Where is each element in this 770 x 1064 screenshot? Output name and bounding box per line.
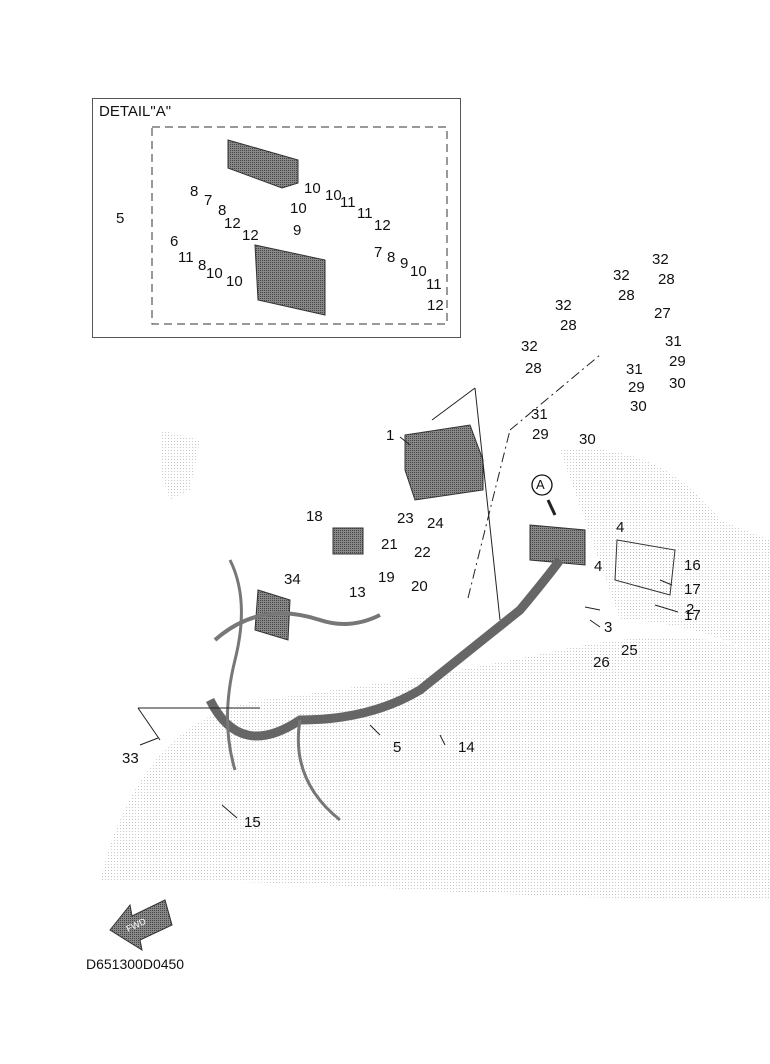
- detail-callout: 10: [290, 200, 307, 217]
- callout: 29: [532, 426, 549, 443]
- relay-box: [529, 524, 586, 566]
- battery-1: [404, 424, 484, 501]
- detail-marker-label: A: [536, 477, 545, 492]
- callout: 28: [658, 271, 675, 288]
- detail-callout: 12: [374, 217, 391, 234]
- detail-callout: 9: [293, 222, 302, 239]
- detail-callout: 11: [178, 249, 194, 266]
- callout: 17: [684, 607, 701, 624]
- callout: 30: [669, 375, 686, 392]
- detail-callout: 9: [400, 255, 409, 272]
- callout: 31: [626, 361, 643, 378]
- callout: 32: [521, 338, 538, 355]
- callout: 31: [665, 333, 682, 350]
- ecu-16: [614, 539, 676, 596]
- callout: 24: [427, 515, 444, 532]
- callout: 16: [684, 557, 701, 574]
- callout: 20: [411, 578, 428, 595]
- callout: 22: [414, 544, 431, 561]
- callout: 30: [579, 431, 596, 448]
- callout: 13: [349, 584, 366, 601]
- detail-callout: 8: [218, 202, 227, 219]
- detail-callout: 10: [410, 263, 427, 280]
- detail-callout: 8: [387, 249, 396, 266]
- callout: 26: [593, 654, 610, 671]
- callout: 19: [378, 569, 395, 586]
- detail-a-panel: DETAIL"A": [92, 98, 461, 338]
- detail-callout: 12: [427, 297, 444, 314]
- fusebox-cover: [227, 139, 299, 189]
- detail-marker-circle: [531, 474, 553, 496]
- detail-callout: 8: [190, 183, 199, 200]
- callout: 33: [122, 750, 139, 767]
- callout: 1: [386, 427, 395, 444]
- callout: 32: [613, 267, 630, 284]
- callout: 25: [621, 642, 638, 659]
- detail-callout: 5: [116, 210, 125, 227]
- detail-callout: 10: [206, 265, 223, 282]
- detail-callout: 12: [224, 215, 241, 232]
- callout: 29: [669, 353, 686, 370]
- detail-callout: 7: [374, 244, 383, 261]
- detail-callout: 7: [204, 192, 213, 209]
- wire-harness: [205, 557, 564, 741]
- callout: 18: [306, 508, 323, 525]
- detail-callout: 6: [170, 233, 179, 250]
- callout: 28: [560, 317, 577, 334]
- callout: 34: [284, 571, 301, 588]
- detail-callout: 11: [357, 205, 373, 222]
- callout: 4: [616, 519, 625, 536]
- callout: 5: [393, 739, 402, 756]
- detail-callout: 10: [304, 180, 321, 197]
- motorcycle-silhouette: [100, 430, 770, 900]
- callout: 27: [654, 305, 671, 322]
- detail-callout: 10: [226, 273, 243, 290]
- detail-callout: 8: [198, 257, 207, 274]
- detail-callout: 10: [325, 187, 342, 204]
- fwd-arrow: [109, 899, 173, 952]
- detail-callout: 12: [242, 227, 259, 244]
- detail-callout: 11: [340, 194, 356, 211]
- callout: 23: [397, 510, 414, 527]
- callout: 21: [381, 536, 398, 553]
- detail-callout: 11: [426, 276, 442, 293]
- document-code: D651300D0450: [86, 956, 185, 972]
- callout: 28: [525, 360, 542, 377]
- fusebox-detail: [254, 244, 326, 316]
- detail-title: DETAIL"A": [99, 103, 172, 120]
- callout: 29: [628, 379, 645, 396]
- relay-18: [332, 527, 364, 555]
- callout: 4: [594, 558, 603, 575]
- callout: 31: [531, 406, 548, 423]
- callout: 17: [684, 581, 701, 598]
- callout: 3: [604, 619, 613, 636]
- callout: 32: [652, 251, 669, 268]
- callout: 30: [630, 398, 647, 415]
- callout: 32: [555, 297, 572, 314]
- callout: 2: [686, 601, 695, 618]
- callout: 14: [458, 739, 475, 756]
- callout: 15: [244, 814, 261, 831]
- callout: 28: [618, 287, 635, 304]
